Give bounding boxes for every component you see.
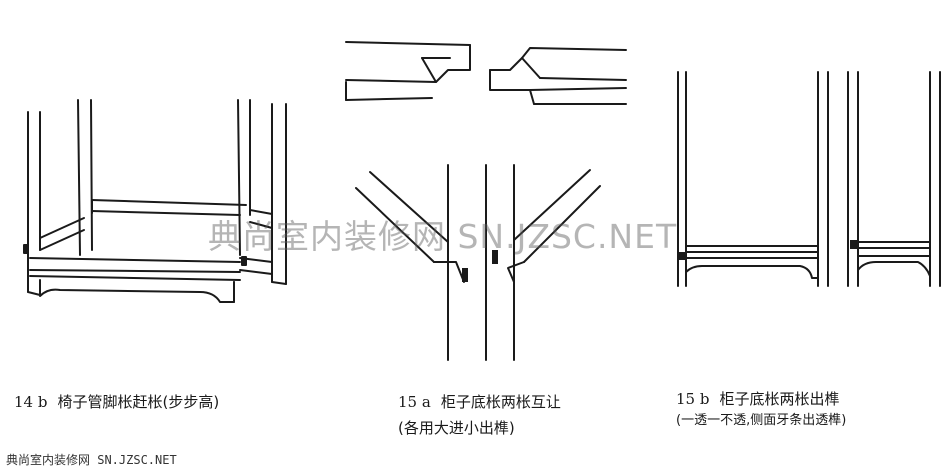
figure-14b-drawing	[24, 100, 286, 302]
watermark-text: 典尚室内装修网 SN.JZSC.NET	[208, 217, 678, 256]
figure-number: 15 a	[398, 393, 431, 411]
figure-number: 15 b	[676, 390, 710, 408]
figure-title: 椅子管脚枨赶枨(步步高)	[57, 393, 220, 411]
figure-15b-drawing	[678, 72, 940, 286]
diagram-canvas	[0, 0, 950, 380]
caption-figure-15b: 15 b 柜子底枨两枨出榫 (一透一不透,侧面牙条出透榫)	[676, 389, 846, 431]
footer-site-name: 典尚室内装修网 SN.JZSC.NET	[6, 453, 177, 467]
caption-figure-14b: 14 b 椅子管脚枨赶枨(步步高)	[14, 392, 219, 412]
caption-figure-15a: 15 a 柜子底枨两枨互让 (各用大进小出榫)	[398, 392, 561, 438]
figure-15a-drawing	[346, 42, 626, 360]
figure-number: 14 b	[14, 393, 48, 411]
figure-subtitle: (各用大进小出榫)	[398, 419, 515, 437]
figure-subtitle: (一透一不透,侧面牙条出透榫)	[676, 413, 847, 428]
figure-title: 柜子底枨两枨互让	[440, 393, 561, 411]
figure-title: 柜子底枨两枨出榫	[719, 390, 840, 408]
